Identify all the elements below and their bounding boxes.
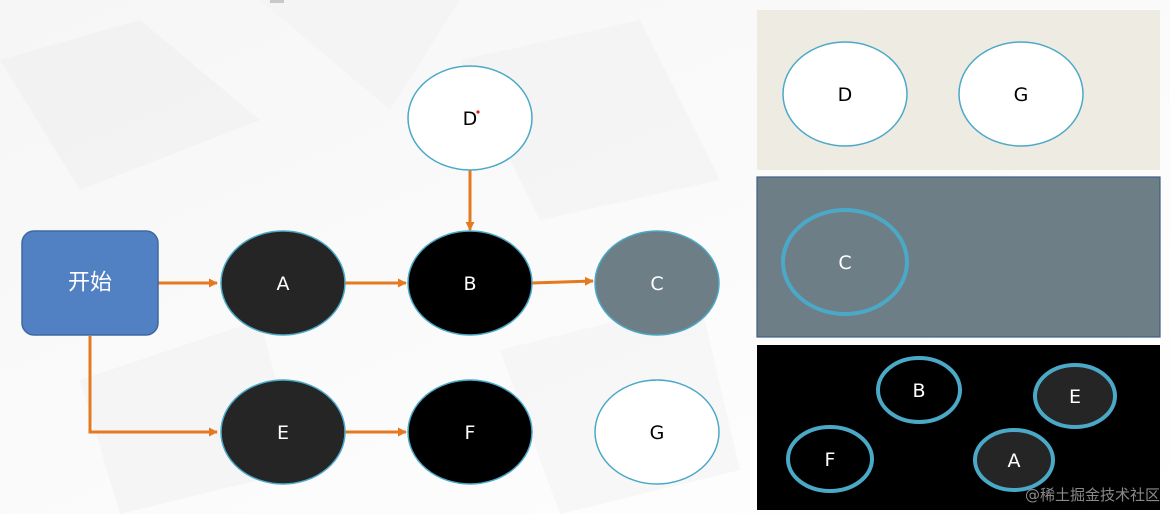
flow-node-c[interactable]: C (594, 230, 720, 336)
flow-node-e-label: E (277, 422, 289, 444)
flow-node-b[interactable]: B (407, 230, 533, 336)
panel-bottom-node-b[interactable]: B (876, 356, 962, 424)
panel-bottom-node-a-label: A (1008, 450, 1021, 472)
flow-node-f-label: F (465, 422, 476, 444)
flow-node-f[interactable]: F (407, 379, 533, 485)
panel-top-node-g-label: G (1014, 84, 1029, 106)
panel-top-node-d[interactable]: D (782, 41, 908, 147)
edge-b-c (531, 276, 594, 286)
panel-bottom-node-b-label: B (912, 380, 925, 402)
flow-node-g[interactable]: G (594, 379, 720, 485)
edge-start-e (88, 336, 218, 437)
start-node[interactable]: 开始 (21, 230, 159, 336)
panel-middle-node-c-label: C (838, 252, 851, 274)
red-dot-mark (476, 110, 480, 114)
flow-node-c-label: C (650, 273, 663, 295)
top-stroke-mark (270, 0, 284, 3)
panel-bottom-node-e[interactable]: E (1033, 363, 1117, 429)
panel-middle-node-c[interactable]: C (781, 208, 909, 316)
flow-node-g-label: G (650, 422, 665, 444)
edges (88, 170, 594, 437)
panel-bottom-node-f[interactable]: F (786, 425, 874, 493)
flow-node-a-label: A (277, 273, 290, 295)
panel-bottom-node-a[interactable]: A (973, 428, 1055, 492)
flow-node-b-label: B (463, 273, 476, 295)
flow-node-d[interactable]: D (407, 65, 533, 171)
start-node-label: 开始 (68, 271, 112, 296)
watermark-text: @稀土掘金技术社区 (1025, 486, 1160, 504)
panel-bottom-node-f-label: F (825, 449, 836, 471)
flow-node-a[interactable]: A (220, 230, 346, 336)
panel-top-node-g[interactable]: G (958, 41, 1084, 147)
panel-bottom-node-e-label: E (1069, 386, 1081, 408)
panel-top-node-d-label: D (838, 84, 853, 106)
flow-node-e[interactable]: E (220, 379, 346, 485)
flow-node-d-label: D (463, 108, 478, 130)
